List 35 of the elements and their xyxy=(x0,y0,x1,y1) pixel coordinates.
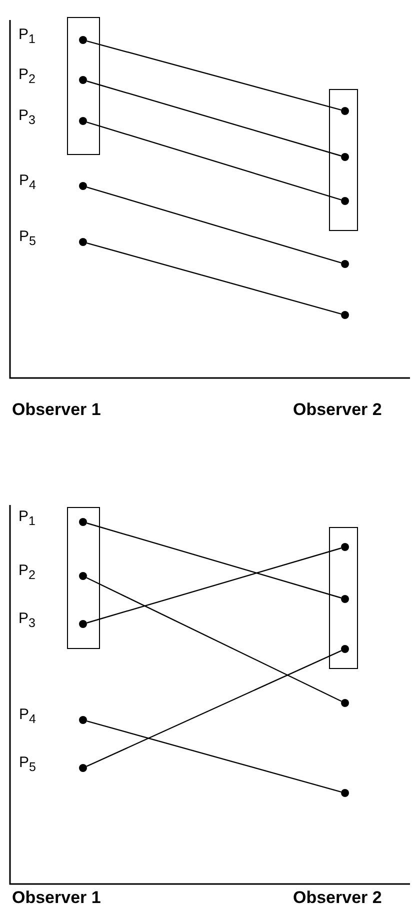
point-label: P$_{1}$ xyxy=(18,508,36,527)
data-point xyxy=(340,106,348,114)
connector-line xyxy=(86,40,342,111)
point-label: P$_{5}$ xyxy=(19,229,36,248)
axis-label: Observer 1 xyxy=(12,888,101,908)
point-label: P$_{1}$ xyxy=(18,26,36,45)
connector-line xyxy=(86,186,342,264)
data-point xyxy=(340,594,348,602)
axis-label: Observer 2 xyxy=(293,400,382,420)
data-point xyxy=(340,542,348,550)
connector-line xyxy=(86,650,342,767)
connector-line xyxy=(86,242,342,314)
data-point xyxy=(341,311,349,319)
connector-line xyxy=(86,720,342,792)
point-label: P$_{5}$ xyxy=(19,755,36,774)
axis-label: Observer 1 xyxy=(12,400,101,420)
connector-line xyxy=(86,577,342,702)
connector-line xyxy=(86,80,342,156)
point-label: P$_{2}$ xyxy=(18,562,36,581)
point-label: P$_{4}$ xyxy=(19,707,36,726)
point-label: P$_{3}$ xyxy=(18,108,36,126)
data-point xyxy=(341,789,349,797)
point-label: P$_{2}$ xyxy=(18,66,36,85)
data-point xyxy=(341,260,349,268)
data-point xyxy=(340,196,348,204)
axis-label: Observer 2 xyxy=(293,888,382,908)
data-point xyxy=(340,644,348,652)
grouping-box xyxy=(329,527,358,669)
connector-line xyxy=(86,122,342,200)
grouping-box xyxy=(329,89,358,231)
data-point xyxy=(341,699,349,707)
point-label: P$_{4}$ xyxy=(19,173,36,192)
connector-line xyxy=(86,548,342,624)
data-point xyxy=(340,152,348,160)
point-label: P$_{3}$ xyxy=(18,610,36,629)
